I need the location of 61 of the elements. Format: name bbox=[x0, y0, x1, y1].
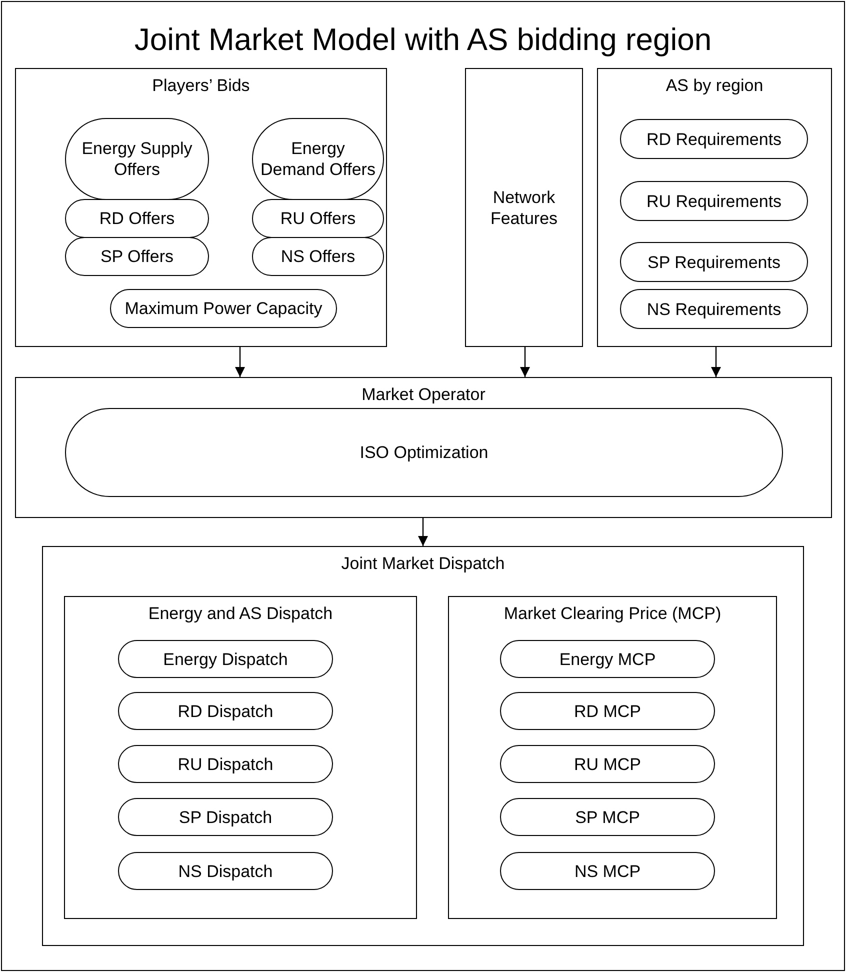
rounded-item bbox=[65, 237, 209, 276]
rounded-item bbox=[118, 852, 333, 890]
item-label: RD Requirements bbox=[645, 128, 783, 150]
group-heading: Market Operator bbox=[360, 384, 486, 405]
rounded-item bbox=[252, 118, 384, 200]
rounded-item bbox=[620, 119, 808, 159]
rounded-item bbox=[500, 798, 715, 836]
item-label: Energy Dispatch bbox=[162, 648, 289, 670]
group-box bbox=[465, 68, 583, 347]
rounded-item bbox=[118, 692, 333, 730]
diagram-title: Joint Market Model with AS bidding region bbox=[133, 22, 713, 58]
rounded-item bbox=[118, 640, 333, 678]
rounded-item bbox=[65, 199, 209, 238]
arrow bbox=[418, 518, 428, 546]
rounded-item bbox=[500, 745, 715, 783]
item-label: Energy MCP bbox=[558, 648, 657, 670]
rounded-item bbox=[620, 181, 808, 221]
item-label: NS MCP bbox=[573, 860, 642, 882]
item-label: RD Dispatch bbox=[176, 700, 274, 722]
rounded-item bbox=[252, 199, 384, 238]
item-label: Maximum Power Capacity bbox=[124, 298, 324, 319]
group-heading: Network Features bbox=[489, 186, 559, 230]
item-label: NS Dispatch bbox=[177, 860, 274, 882]
item-label: RD Offers bbox=[98, 208, 176, 229]
group-heading: Joint Market Dispatch bbox=[340, 553, 506, 574]
item-label: SP Requirements bbox=[646, 252, 782, 272]
item-label: SP Dispatch bbox=[178, 806, 274, 828]
rounded-item bbox=[252, 237, 384, 276]
item-label: RU Requirements bbox=[645, 190, 783, 212]
item-label: Energy Demand Offers bbox=[260, 138, 376, 180]
item-label: Energy Supply Offers bbox=[80, 138, 194, 180]
item-label: RD MCP bbox=[572, 700, 642, 722]
rounded-item bbox=[500, 852, 715, 890]
arrow bbox=[711, 347, 721, 377]
group-heading: AS by region bbox=[664, 75, 764, 96]
group-heading: Energy and AS Dispatch bbox=[147, 603, 334, 624]
group-heading: Market Clearing Price (MCP) bbox=[502, 603, 722, 624]
item-label: SP Offers bbox=[99, 246, 175, 267]
group-box bbox=[448, 596, 777, 919]
item-label: NS Offers bbox=[280, 246, 356, 267]
rounded-item bbox=[620, 289, 808, 329]
item-label: NS Requirements bbox=[646, 298, 782, 320]
item-label: RU Dispatch bbox=[176, 754, 274, 774]
group-box bbox=[64, 596, 417, 919]
group-box bbox=[597, 68, 832, 347]
group-heading: Players’ Bids bbox=[151, 75, 251, 96]
group-box bbox=[15, 68, 387, 347]
group-box bbox=[15, 377, 832, 518]
rounded-item bbox=[110, 289, 337, 328]
item-label: RU Offers bbox=[279, 208, 357, 229]
item-label: RU MCP bbox=[572, 754, 642, 774]
arrow bbox=[520, 347, 530, 377]
group-box bbox=[42, 546, 804, 946]
rounded-item bbox=[118, 745, 333, 783]
item-label: SP MCP bbox=[574, 806, 641, 828]
item-label: ISO Optimization bbox=[358, 442, 490, 463]
rounded-item bbox=[620, 242, 808, 282]
arrow bbox=[235, 347, 245, 377]
rounded-item bbox=[118, 798, 333, 836]
rounded-item bbox=[500, 640, 715, 678]
rounded-item bbox=[500, 692, 715, 730]
